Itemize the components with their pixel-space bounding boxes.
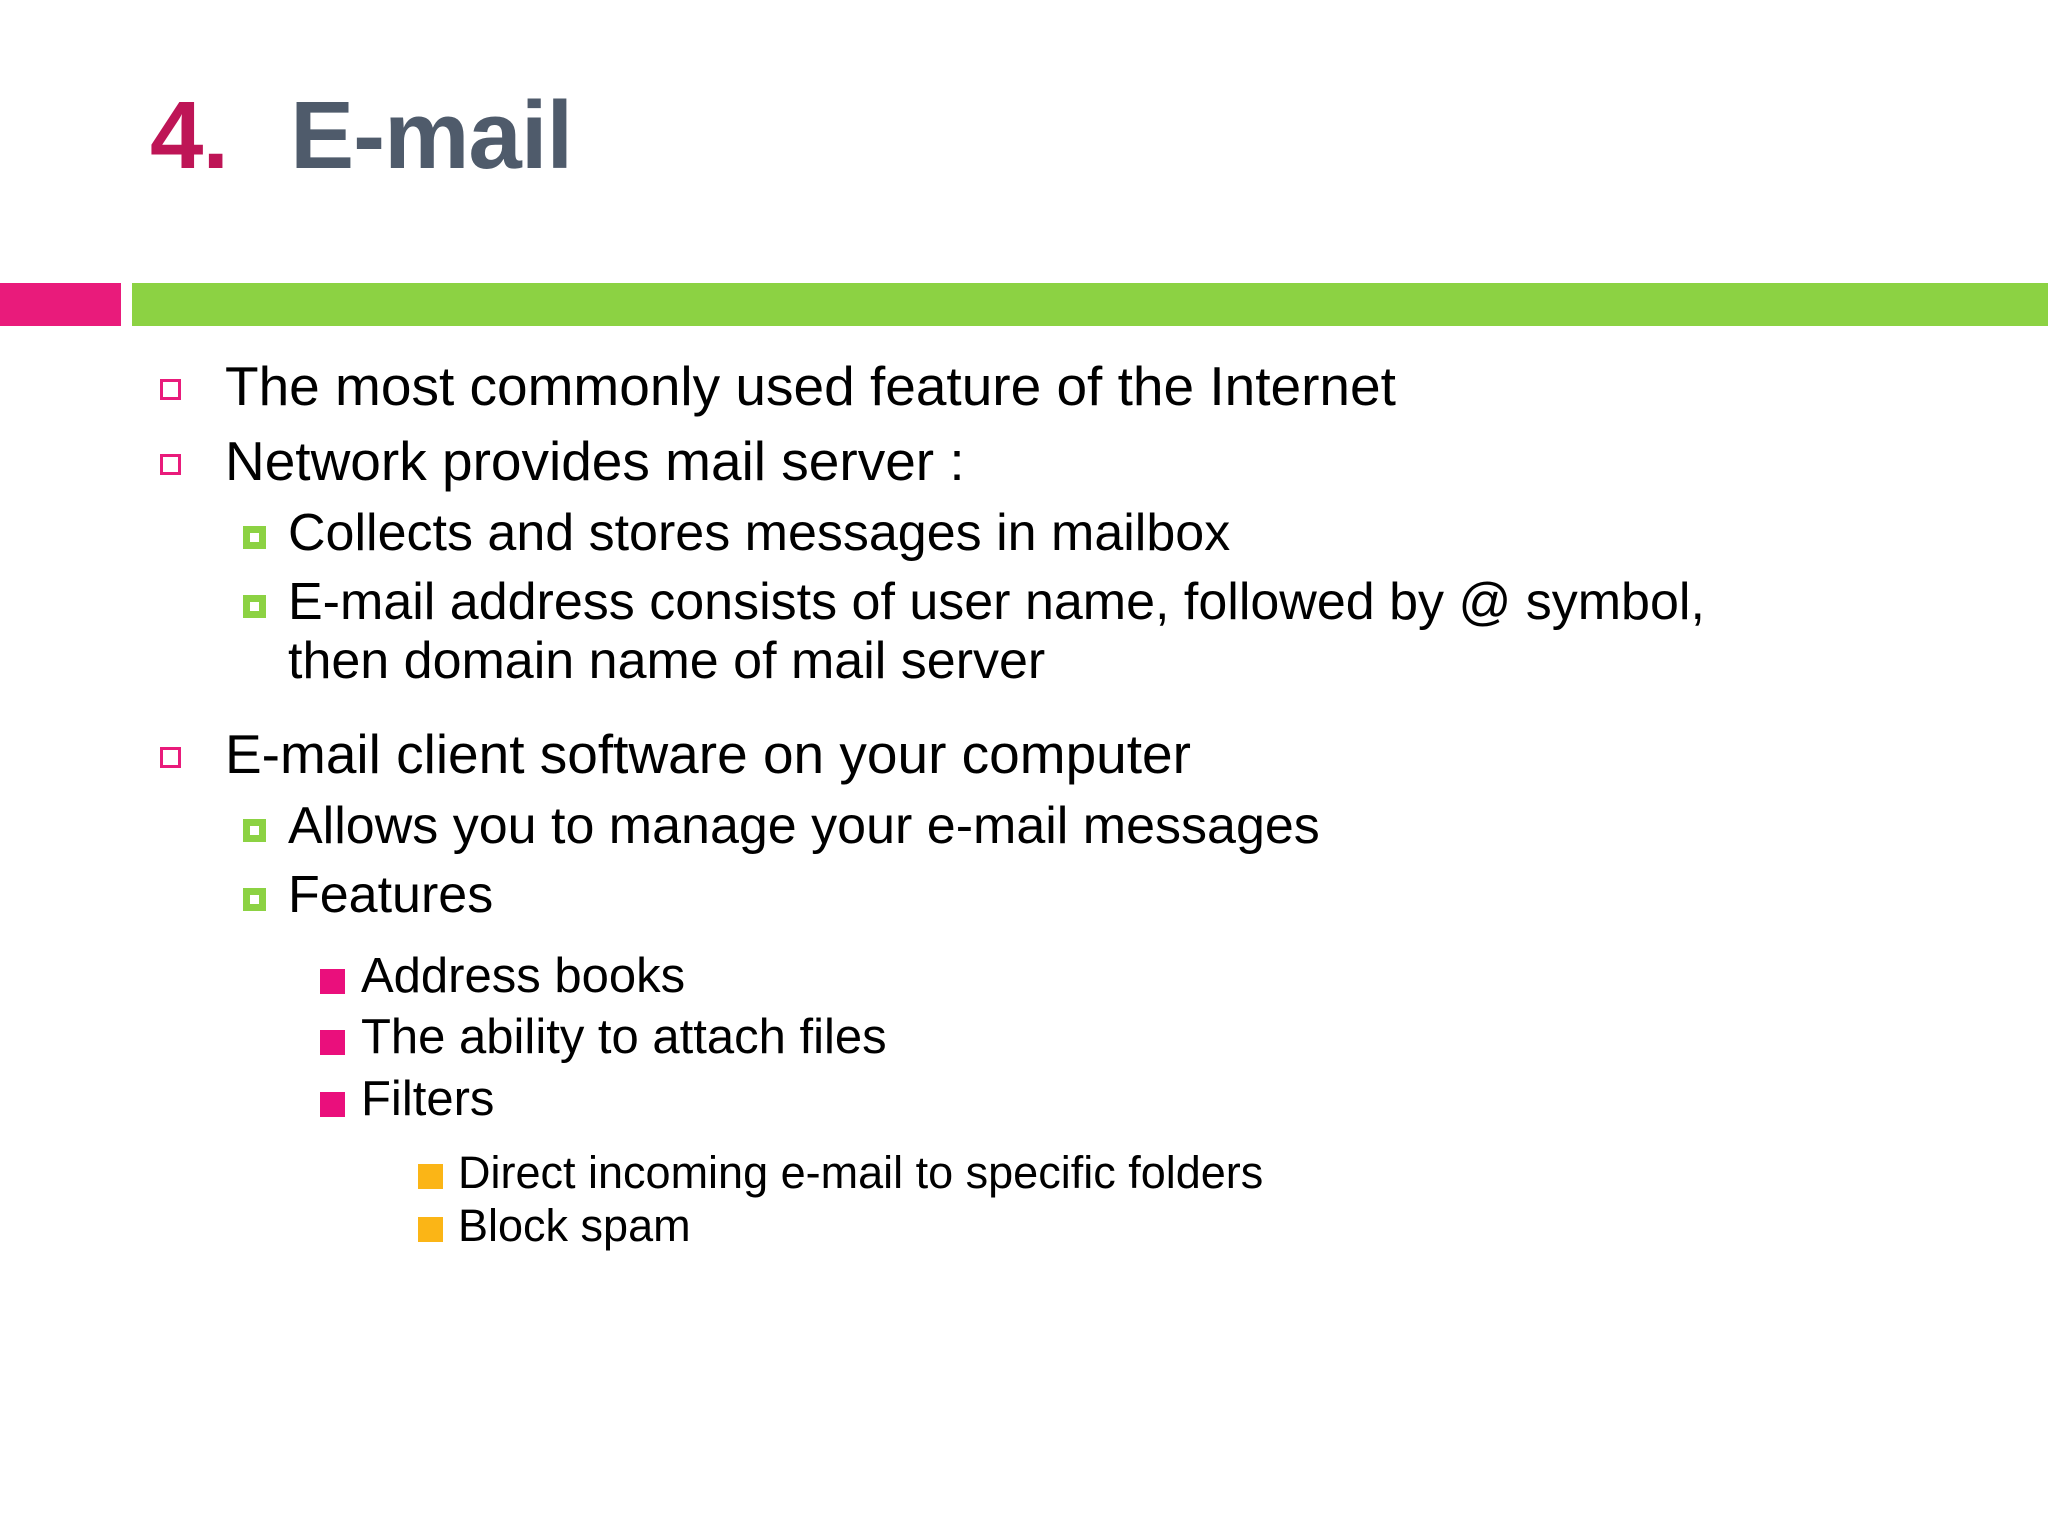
hollow-pink-square-bullet-icon: [160, 746, 181, 768]
green-ringed-square-bullet-icon: [243, 595, 266, 619]
slide-body: The most commonly used feature of the In…: [0, 355, 2048, 1253]
solid-amber-square-bullet-icon: [418, 1163, 443, 1189]
title-divider: [0, 283, 2048, 326]
list-item: Allows you to manage your e-mail message…: [0, 797, 2048, 856]
list-item: The ability to attach files: [0, 1010, 2048, 1065]
list-item-label: The most commonly used feature of the In…: [225, 355, 1396, 417]
list-item-label: Collects and stores messages in mailbox: [288, 504, 1231, 563]
page-title: E-mail: [290, 82, 573, 189]
list-item: Filters: [0, 1072, 2048, 1127]
list-item-label: Features: [288, 866, 494, 925]
list-item: Network provides mail server :: [0, 430, 2048, 493]
list-item: Address books: [0, 949, 2048, 1004]
green-ringed-square-bullet-icon: [243, 526, 266, 550]
list-item: Direct incoming e-mail to specific folde…: [0, 1147, 2048, 1198]
list-item: E-mail client software on your computer: [0, 723, 2048, 786]
list-item: E-mail address consists of user name, fo…: [0, 573, 2048, 691]
list-item: Collects and stores messages in mailbox: [0, 504, 2048, 563]
list-item-label: E-mail client software on your computer: [225, 722, 1191, 785]
list-item: The most commonly used feature of the In…: [0, 355, 2048, 418]
green-ringed-square-bullet-icon: [243, 888, 266, 912]
divider-main-bar: [132, 283, 2048, 326]
list-item-label: Allows you to manage your e-mail message…: [288, 797, 1320, 856]
solid-pink-square-bullet-icon: [320, 1091, 345, 1117]
title-number: 4.: [150, 82, 229, 189]
slide-title: 4. E-mail: [150, 82, 573, 189]
solid-amber-square-bullet-icon: [418, 1217, 443, 1243]
list-item-label: Address books: [361, 948, 686, 1003]
list-item: Features: [0, 866, 2048, 925]
solid-pink-square-bullet-icon: [320, 968, 345, 994]
hollow-pink-square-bullet-icon: [160, 379, 181, 400]
list-item-label: Network provides mail server :: [225, 429, 965, 492]
list-item-label: Filters: [361, 1071, 495, 1126]
divider-accent-block: [0, 283, 121, 326]
hollow-pink-square-bullet-icon: [160, 453, 181, 475]
list-item-label: Direct incoming e-mail to specific folde…: [458, 1146, 1264, 1198]
green-ringed-square-bullet-icon: [243, 819, 266, 843]
list-item-label: E-mail address consists of user name, fo…: [288, 573, 1705, 690]
list-item: Block spam: [0, 1200, 2048, 1251]
list-item-label: Block spam: [458, 1200, 691, 1252]
solid-pink-square-bullet-icon: [320, 1030, 345, 1056]
list-item-label: The ability to attach files: [361, 1010, 887, 1065]
